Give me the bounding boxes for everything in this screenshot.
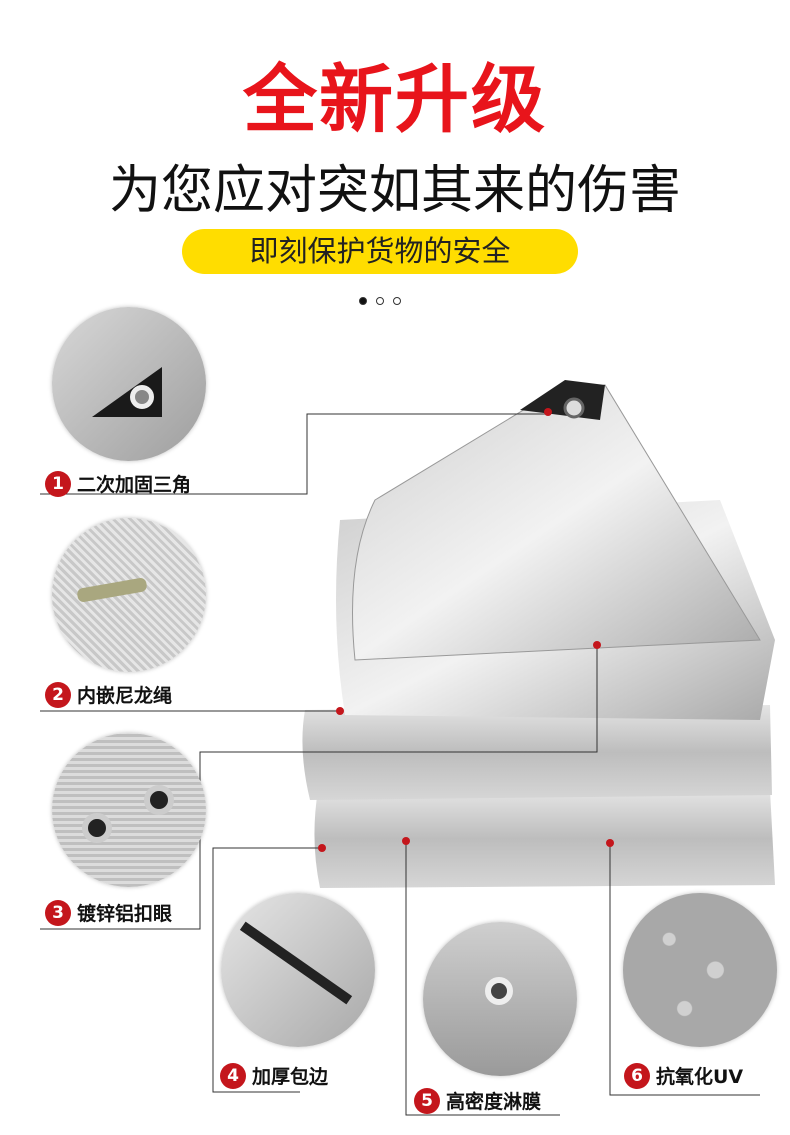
badge-number: 6 <box>624 1062 650 1089</box>
feature-text: 内嵌尼龙绳 <box>77 685 173 707</box>
callout-dot-2 <box>336 707 344 715</box>
feature-text: 镀锌铝扣眼 <box>77 903 173 925</box>
callout-dot-5 <box>402 837 410 845</box>
feature-label-1: 1 二次加固三角 <box>45 470 191 497</box>
detail-eyelets <box>52 733 206 887</box>
badge-number: 4 <box>220 1062 246 1089</box>
tarp-fold <box>352 384 761 661</box>
detail-nylon-rope <box>52 518 206 672</box>
detail-coating <box>423 922 577 1076</box>
carousel-dot[interactable] <box>393 297 401 305</box>
feature-text: 高密度淋膜 <box>446 1091 542 1113</box>
feature-text: 抗氧化UV <box>656 1066 744 1088</box>
callout-dot-6 <box>606 839 614 847</box>
carousel-dot[interactable] <box>376 297 384 305</box>
feature-label-3: 3 镀锌铝扣眼 <box>45 899 172 926</box>
callout-dot-1 <box>544 408 552 416</box>
callout-dot-3 <box>593 641 601 649</box>
subheadline: 为您应对突如其来的伤害 <box>108 161 681 221</box>
detail-thick-hem <box>221 893 375 1047</box>
tarp-bottom-layer <box>314 790 775 888</box>
feature-text: 加厚包边 <box>252 1066 329 1088</box>
feature-text: 二次加固三角 <box>77 474 192 496</box>
tagline-pill: 即刻保护货物的安全 <box>182 229 578 274</box>
headline: 全新升级 <box>243 57 547 143</box>
badge-number: 3 <box>45 899 71 926</box>
callout-dot-4 <box>318 844 326 852</box>
badge-number: 1 <box>45 470 71 497</box>
feature-label-5: 5 高密度淋膜 <box>414 1087 541 1114</box>
badge-number: 5 <box>414 1087 440 1114</box>
feature-label-6: 6 抗氧化UV <box>624 1062 743 1089</box>
detail-water-droplets <box>623 893 777 1047</box>
feature-label-2: 2 内嵌尼龙绳 <box>45 681 172 708</box>
badge-number: 2 <box>45 681 71 708</box>
feature-label-4: 4 加厚包边 <box>220 1062 328 1089</box>
carousel-dot-active[interactable] <box>359 297 367 305</box>
detail-corner-triangle <box>52 307 206 461</box>
